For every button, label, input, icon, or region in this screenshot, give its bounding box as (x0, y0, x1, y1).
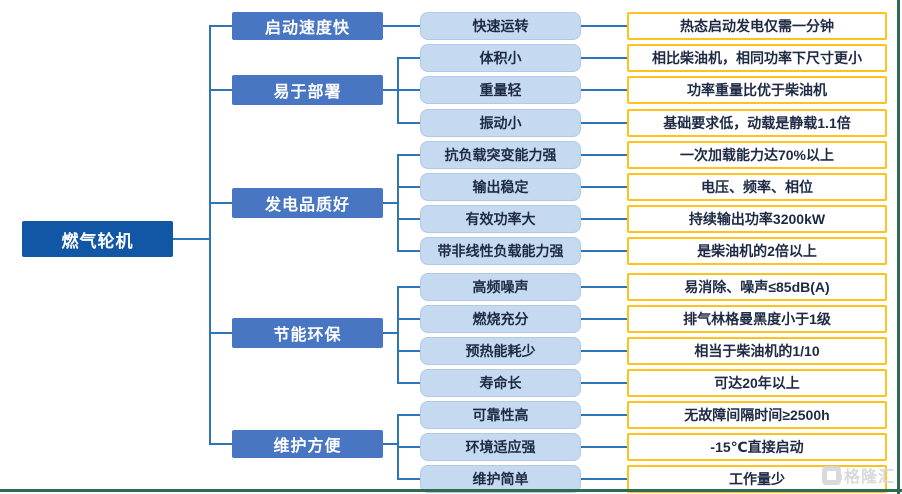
detail-node: 易消除、噪声≤85dB(A) (627, 273, 887, 301)
detail-node: 一次加载能力达70%以上 (627, 141, 887, 169)
detail-node: 持续输出功率3200kW (627, 205, 887, 233)
detail-node: 功率重量比优于柴油机 (627, 76, 887, 104)
branch-easy-deploy: 易于部署 (232, 75, 383, 105)
connector-detail (581, 218, 627, 220)
detail-node: 无故障间隔时间≥2500h (627, 401, 887, 429)
connector-detail (581, 57, 627, 59)
connector-branch-stub (209, 89, 232, 91)
connector-detail (581, 318, 627, 320)
feature-node: 维护简单 (420, 465, 581, 493)
connector-detail (581, 89, 627, 91)
connector-trunk (209, 25, 211, 445)
detail-node: 相当于柴油机的1/10 (627, 337, 887, 365)
connector-branch-stub (209, 332, 232, 334)
connector-child-stub (397, 57, 420, 59)
feature-node: 输出稳定 (420, 173, 581, 201)
feature-node: 抗负载突变能力强 (420, 141, 581, 169)
gelonghui-logo-icon (822, 465, 842, 485)
connector-root (173, 238, 210, 240)
root-node: 燃气轮机 (22, 221, 173, 257)
feature-node: 重量轻 (420, 76, 581, 104)
connector-group5 (383, 443, 398, 445)
feature-node: 燃烧充分 (420, 305, 581, 333)
connector-child-stub (397, 318, 420, 320)
branch-startup-speed: 启动速度快 (232, 12, 383, 40)
branch-eco-friendly: 节能环保 (232, 318, 383, 348)
detail-node: 工作量少 (627, 465, 887, 493)
feature-node: 快速运转 (420, 12, 581, 40)
connector-detail (581, 286, 627, 288)
feature-node: 预热能耗少 (420, 337, 581, 365)
feature-node: 环境适应强 (420, 433, 581, 461)
connector-child-stub (397, 350, 420, 352)
connector-detail (581, 414, 627, 416)
connector-branch-stub (209, 443, 232, 445)
branch-easy-maintenance: 维护方便 (232, 430, 383, 458)
connector-child-stub (397, 382, 420, 384)
connector-child-stub (397, 414, 420, 416)
feature-node: 可靠性高 (420, 401, 581, 429)
detail-node: 热态启动发电仅需一分钟 (627, 12, 887, 40)
connector-branch-stub (209, 25, 232, 27)
detail-node: 电压、频率、相位 (627, 173, 887, 201)
frame-border-bottom (0, 489, 902, 492)
connector-child-stub (397, 186, 420, 188)
connector-child-stub (397, 218, 420, 220)
gelonghui-watermark: 格隆汇 (822, 463, 895, 487)
connector-group4 (383, 332, 398, 334)
detail-node: -15℃直接启动 (627, 433, 887, 461)
detail-node: 可达20年以上 (627, 369, 887, 397)
feature-node: 振动小 (420, 109, 581, 137)
connector-detail (581, 250, 627, 252)
detail-node: 相比柴油机，相同功率下尺寸更小 (627, 44, 887, 72)
connector-child-stub (397, 446, 420, 448)
connector-child-stub (397, 122, 420, 124)
connector-group2 (383, 89, 398, 91)
connector-detail (581, 25, 627, 27)
feature-node: 体积小 (420, 44, 581, 72)
connector-child-stub (397, 89, 420, 91)
gelonghui-brand-text: 格隆汇 (844, 469, 896, 486)
connector-group3 (383, 202, 398, 204)
connector-detail (581, 154, 627, 156)
connector-detail (581, 122, 627, 124)
connector-detail (581, 446, 627, 448)
branch-power-quality: 发电品质好 (232, 188, 383, 218)
feature-node: 有效功率大 (420, 205, 581, 233)
connector-detail (581, 186, 627, 188)
detail-node: 基础要求低，动载是静载1.1倍 (627, 109, 887, 137)
feature-node: 高频噪声 (420, 273, 581, 301)
connector-branch-stub (209, 202, 232, 204)
connector-group3-spine (397, 154, 399, 252)
detail-node: 是柴油机的2倍以上 (627, 237, 887, 265)
connector-group1 (383, 25, 420, 27)
connector-group4-spine (397, 286, 399, 384)
connector-detail (581, 382, 627, 384)
feature-node: 带非线性负载能力强 (420, 237, 581, 265)
connector-child-stub (397, 286, 420, 288)
connector-detail (581, 350, 627, 352)
connector-child-stub (397, 478, 420, 480)
feature-node: 寿命长 (420, 369, 581, 397)
detail-node: 排气林格曼黑度小于1级 (627, 305, 887, 333)
connector-child-stub (397, 154, 420, 156)
connector-child-stub (397, 250, 420, 252)
frame-border-right (897, 0, 900, 494)
connector-detail (581, 478, 627, 480)
